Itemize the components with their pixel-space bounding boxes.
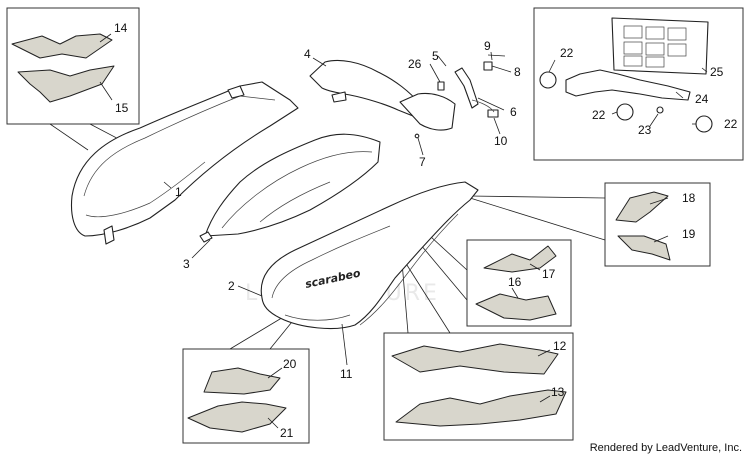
callout-8: 8 — [514, 65, 521, 79]
callout-10: 10 — [494, 134, 508, 148]
plate-holder-bracket — [399, 54, 506, 139]
callout-9: 9 — [484, 39, 491, 53]
callout-23: 23 — [638, 123, 652, 137]
callout-numbers: 1 2 3 4 5 26 6 7 8 9 10 11 12 13 14 15 1… — [114, 21, 738, 440]
decals-14-15 — [11, 33, 115, 103]
inset-box-18-19 — [604, 182, 711, 267]
inset-box-20-21 — [182, 348, 310, 444]
decals-20-21 — [187, 367, 287, 433]
bolt-26 — [437, 81, 445, 91]
callout-6: 6 — [510, 105, 517, 119]
rear-mudguard — [309, 59, 421, 119]
callout-16: 16 — [508, 275, 522, 289]
callout-4: 4 — [304, 47, 311, 61]
callout-3: 3 — [183, 257, 190, 271]
decals-12-13 — [391, 343, 567, 427]
inner-shield — [199, 133, 381, 243]
callout-18: 18 — [682, 191, 696, 205]
callout-20: 20 — [283, 357, 297, 371]
callout-22-top: 22 — [560, 46, 574, 60]
footer-credit: Rendered by LeadVenture, Inc. — [589, 442, 742, 454]
callout-1: 1 — [175, 185, 182, 199]
callout-19: 19 — [682, 227, 696, 241]
lamp-8 — [483, 61, 493, 71]
callout-17: 17 — [542, 267, 556, 281]
callout-13: 13 — [551, 385, 565, 399]
callout-2: 2 — [228, 279, 235, 293]
inset-box-12-13 — [383, 332, 574, 441]
inset-box-14-15 — [6, 7, 140, 125]
callout-22-right: 22 — [724, 117, 738, 131]
side-fairing-upper — [70, 81, 299, 245]
plate-bracket-24 — [565, 69, 691, 101]
callout-11: 11 — [340, 367, 353, 381]
license-plate-assembly — [539, 17, 713, 133]
callout-7: 7 — [419, 155, 426, 169]
callout-5: 5 — [432, 49, 439, 63]
screw-7 — [414, 133, 420, 139]
callout-15: 15 — [115, 101, 129, 115]
callout-21: 21 — [280, 426, 294, 440]
callout-24: 24 — [695, 92, 709, 106]
side-panel-lower: scarabeo — [260, 181, 479, 330]
reflector-22a — [539, 71, 557, 89]
callout-14: 14 — [114, 21, 128, 35]
reflector-22b — [616, 103, 634, 121]
connector-10 — [487, 109, 499, 118]
inset-box-16-17 — [466, 239, 572, 327]
license-plate-25 — [611, 17, 709, 75]
decals-18-19 — [615, 191, 671, 261]
nut-23 — [656, 106, 664, 114]
callout-26: 26 — [408, 57, 422, 71]
callout-12: 12 — [553, 339, 567, 353]
inset-box-license-plate — [533, 7, 744, 161]
callout-25: 25 — [710, 65, 724, 79]
reflector-22c — [695, 115, 713, 133]
callout-22-middle: 22 — [592, 108, 606, 122]
decals-16-17 — [475, 245, 557, 321]
callout-leaders — [99, 33, 708, 429]
